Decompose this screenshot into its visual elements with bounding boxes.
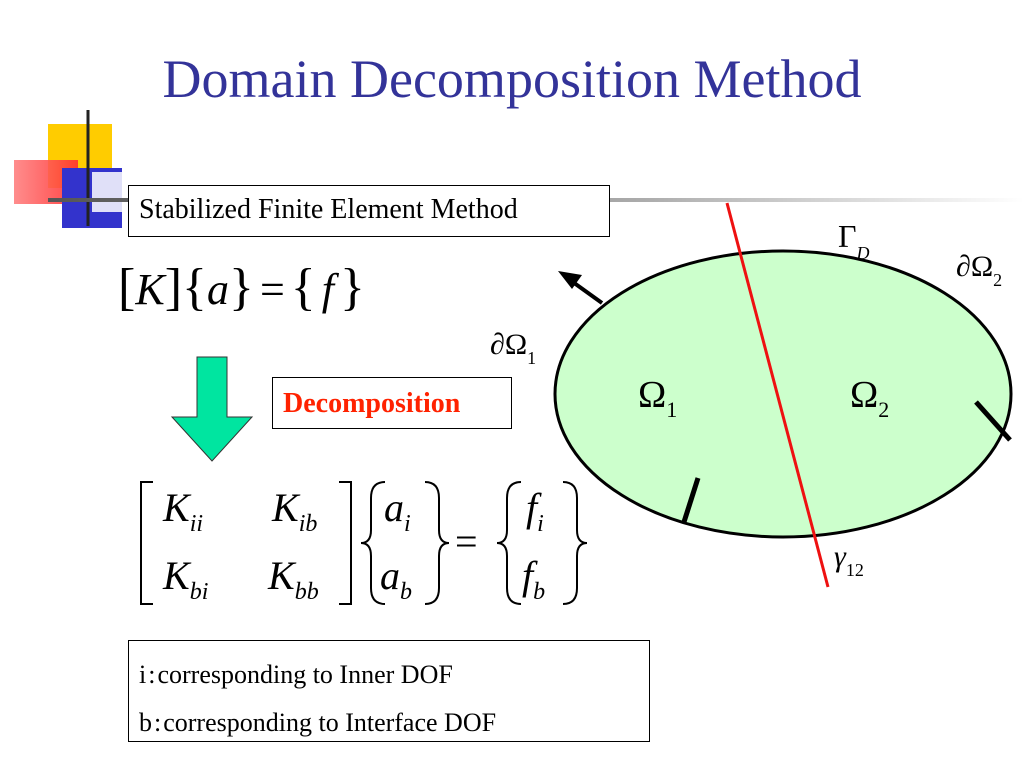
- eq-f: f: [321, 265, 334, 314]
- down-arrow-icon: [170, 356, 254, 462]
- legend-line-inner: i:corresponding to Inner DOF: [139, 660, 453, 689]
- eq-a: a: [206, 265, 229, 314]
- label-boundary-2: ∂Ω2: [956, 250, 1003, 290]
- deco-white-square: [92, 172, 132, 212]
- matrix-K-bb: Kbb: [268, 553, 319, 605]
- label-boundary-1: ∂Ω1: [490, 328, 537, 368]
- decomposition-label-box: Decomposition: [272, 377, 512, 429]
- matrix-K-bi: Kbi: [163, 553, 209, 605]
- boundary-tick-left: [681, 477, 701, 523]
- normal-arrow-head: [558, 271, 582, 289]
- label-omega-2: Ω2: [850, 374, 890, 422]
- vector-a-b: ab: [380, 553, 412, 605]
- method-label-box: Stabilized Finite Element Method: [128, 185, 610, 237]
- eq-equals: =: [259, 265, 285, 314]
- vector-f-i: fi: [526, 485, 544, 537]
- vector-a-i: ai: [384, 485, 411, 537]
- decomposition-label: Decomposition: [283, 388, 461, 419]
- slide-title: Domain Decomposition Method: [162, 49, 862, 109]
- legend-line-interface: b:corresponding to Interface DOF: [139, 708, 497, 737]
- interface-line: [725, 202, 830, 588]
- label-gamma-12: γ12: [834, 540, 864, 580]
- matrix-K-ib: Kib: [272, 485, 318, 537]
- global-equation: [K]{a}={f}: [118, 259, 365, 316]
- boundary-tick-right: [974, 400, 1012, 442]
- domain-diagram: [553, 202, 1013, 588]
- matrix-K-ii: Kii: [163, 485, 204, 537]
- method-label: Stabilized Finite Element Method: [139, 194, 518, 225]
- matrix-brackets: [140, 481, 588, 605]
- label-gamma-D: ΓD: [838, 218, 870, 263]
- legend-box: i:corresponding to Inner DOF b:correspon…: [128, 640, 650, 742]
- domain-ellipse: [553, 249, 1013, 539]
- vector-f-b: fb: [522, 553, 546, 605]
- label-omega-1: Ω1: [638, 374, 678, 422]
- eq-K: K: [135, 265, 165, 314]
- matrix-equals: =: [455, 519, 478, 564]
